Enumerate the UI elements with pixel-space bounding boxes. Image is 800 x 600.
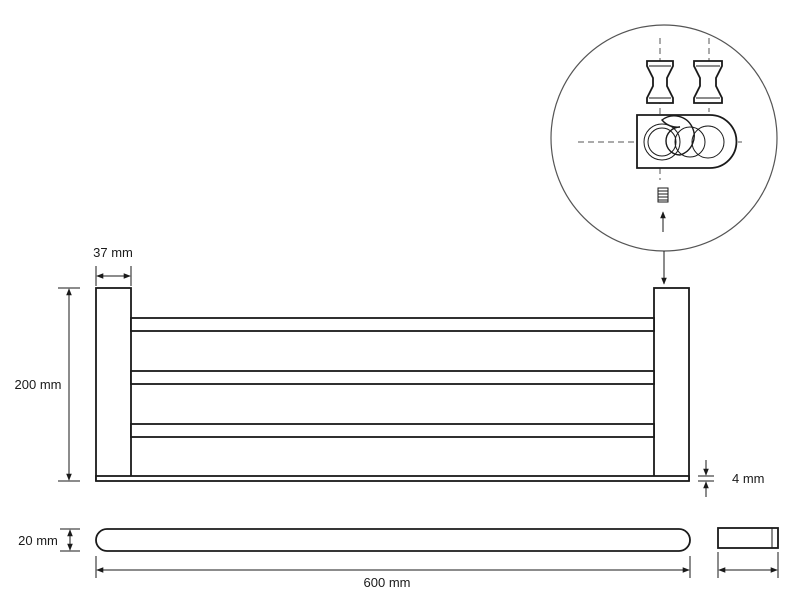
rail-top bbox=[130, 317, 655, 332]
shelf-side-view bbox=[717, 527, 779, 578]
side-profile bbox=[717, 527, 779, 549]
wall-plug-left bbox=[646, 60, 674, 104]
wall-plug-right bbox=[693, 60, 723, 104]
width-label: 600 mm bbox=[364, 575, 411, 590]
dimension-height: 200 mm bbox=[15, 287, 80, 482]
dimension-bracket-width: 37 mm bbox=[93, 245, 133, 286]
base-thickness-label: 4 mm bbox=[732, 471, 765, 486]
dimension-depth: 20 mm bbox=[18, 528, 80, 552]
dimension-base-thickness: 4 mm bbox=[698, 460, 765, 497]
bracket-width-label: 37 mm bbox=[93, 245, 133, 260]
screw-icon bbox=[657, 187, 669, 203]
shelf-front-view bbox=[95, 287, 690, 482]
right-bracket bbox=[653, 287, 690, 481]
depth-label: 20 mm bbox=[18, 533, 58, 548]
mounting-bracket-detail bbox=[636, 114, 738, 169]
height-label: 200 mm bbox=[15, 377, 62, 392]
base-plate bbox=[95, 475, 690, 482]
dimension-width: 600 mm bbox=[95, 556, 691, 590]
rail-bottom bbox=[130, 423, 655, 438]
rail-middle bbox=[130, 370, 655, 385]
mounting-detail-callout bbox=[550, 24, 778, 252]
left-bracket bbox=[95, 287, 132, 481]
shelf-top-view bbox=[95, 528, 691, 552]
